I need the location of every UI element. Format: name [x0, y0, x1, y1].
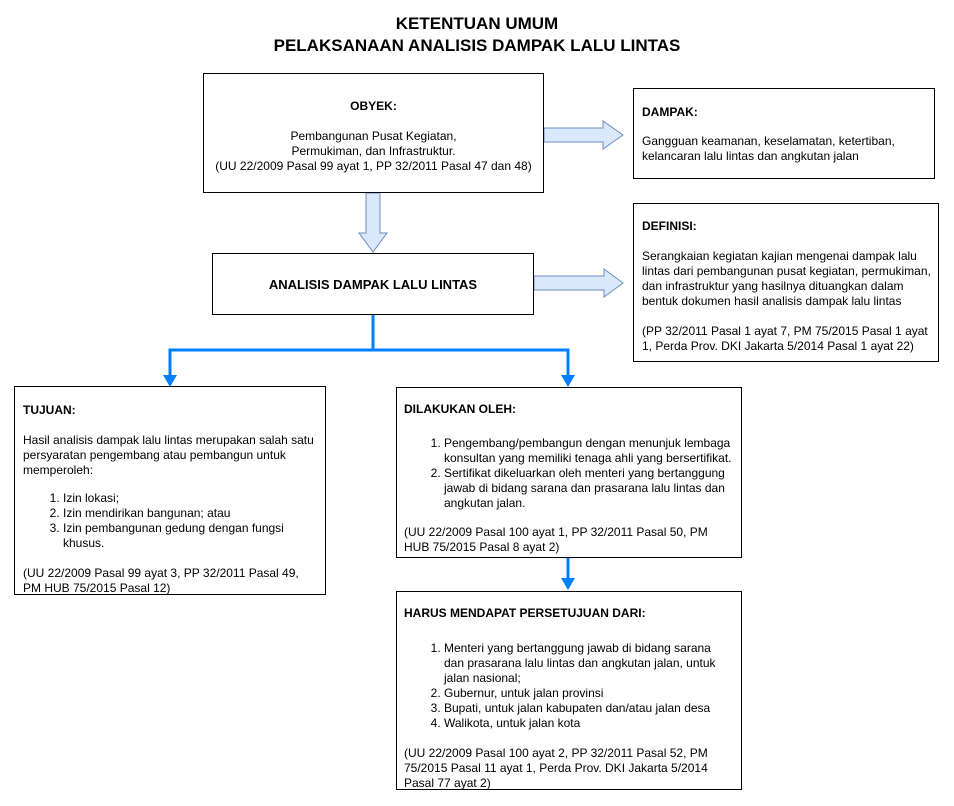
title-line-1: KETENTUAN UMUM	[395, 14, 559, 33]
dilakukan-oleh-heading: DILAKUKAN OLEH:	[404, 402, 516, 416]
definisi-line-1: Serangkaian kegiatan kajian mengenai dam…	[642, 249, 917, 263]
analisis-dampak-label: ANALISIS DAMPAK LALU LINTAS	[268, 276, 478, 292]
tujuan-list: Izin lokasi; Izin mendirikan bangunan; a…	[23, 491, 291, 551]
list-item: Izin mendirikan bangunan; atau	[63, 506, 291, 521]
analisis-dampak-box: ANALISIS DAMPAK LALU LINTAS	[212, 253, 534, 315]
dilakukan-oleh-reference-2: HUB 75/2015 Pasal 8 ayat 2)	[404, 540, 560, 554]
list-item: Sertifikat dikeluarkan oleh menteri yang…	[444, 466, 734, 511]
obyek-line-1: Pembangunan Pusat Kegiatan,	[290, 129, 457, 143]
tujuan-reference-1: (UU 22/2009 Pasal 99 ayat 3, PP 32/2011 …	[23, 566, 299, 580]
persetujuan-reference-3: Pasal 77 ayat 2)	[404, 776, 491, 790]
definisi-line-3: dan infrastruktur yang hasilnya dituangk…	[642, 279, 904, 293]
persetujuan-reference-1: (UU 22/2009 Pasal 100 ayat 2, PP 32/2011…	[404, 746, 708, 760]
dilakukan-oleh-list: Pengembang/pembangun dengan menunjuk lem…	[404, 436, 734, 511]
definisi-box: DEFINISI: Serangkaian kegiatan kajian me…	[633, 203, 939, 362]
definisi-heading: DEFINISI:	[642, 219, 697, 233]
dilakukan-oleh-reference-1: (UU 22/2009 Pasal 100 ayat 1, PP 32/2011…	[404, 525, 708, 539]
persetujuan-reference-2: 75/2015 Pasal 11 ayat 1, Perda Prov. DKI…	[404, 761, 708, 775]
dampak-box: DAMPAK: Gangguan keamanan, keselamatan, …	[633, 88, 935, 179]
diagram-title: KETENTUAN UMUM PELAKSANAAN ANALISIS DAMP…	[0, 13, 954, 57]
connector-analisis-branches	[168, 315, 570, 580]
tujuan-line-3: memperoleh:	[23, 463, 94, 477]
tujuan-heading: TUJUAN:	[23, 403, 76, 417]
hollow-arrow-obyek-dampak	[543, 120, 624, 150]
obyek-box: OBYEK: Pembangunan Pusat Kegiatan, Permu…	[203, 73, 544, 193]
tujuan-box: TUJUAN: Hasil analisis dampak lalu linta…	[14, 386, 326, 595]
title-line-2: PELAKSANAAN ANALISIS DAMPAK LALU LINTAS	[273, 36, 681, 55]
hollow-arrow-analisis-definisi	[533, 268, 624, 298]
definisi-line-2: lintas dari pembangunan pusat kegiatan, …	[642, 264, 931, 278]
persetujuan-list: Menteri yang bertanggung jawab di bidang…	[404, 641, 734, 731]
obyek-heading: OBYEK:	[350, 99, 397, 113]
dampak-heading: DAMPAK:	[642, 105, 698, 119]
list-item: Gubernur, untuk jalan provinsi	[444, 686, 734, 701]
definisi-reference-2: 1, Perda Prov. DKI Jakarta 5/2014 Pasal …	[642, 339, 914, 353]
dampak-line-1: Gangguan keamanan, keselamatan, ketertib…	[642, 134, 895, 148]
dilakukan-oleh-box: DILAKUKAN OLEH: Pengembang/pembangun den…	[396, 387, 742, 558]
list-item: Walikota, untuk jalan kota	[444, 716, 734, 731]
list-item: Pengembang/pembangun dengan menunjuk lem…	[444, 436, 734, 466]
list-item: Bupati, untuk jalan kabupaten dan/atau j…	[444, 701, 734, 716]
connector-arrowheads	[163, 375, 575, 590]
tujuan-reference-2: PM HUB 75/2015 Pasal 12)	[23, 581, 171, 595]
definisi-reference-1: (PP 32/2011 Pasal 1 ayat 7, PM 75/2015 P…	[642, 324, 928, 338]
dampak-line-2: kelancaran lalu lintas dan angkutan jala…	[642, 149, 859, 163]
persetujuan-heading: HARUS MENDAPAT PERSETUJUAN DARI:	[404, 606, 646, 620]
persetujuan-box: HARUS MENDAPAT PERSETUJUAN DARI: Menteri…	[396, 591, 742, 790]
list-item: Menteri yang bertanggung jawab di bidang…	[444, 641, 734, 686]
list-item: Izin lokasi;	[63, 491, 291, 506]
list-item: Izin pembangunan gedung dengan fungsi kh…	[63, 521, 291, 551]
tujuan-line-1: Hasil analisis dampak lalu lintas merupa…	[23, 433, 314, 447]
hollow-arrow-obyek-analisis	[358, 192, 388, 253]
definisi-line-4: bentuk dokumen hasil analisis dampak lal…	[642, 294, 902, 308]
tujuan-line-2: persyaratan pengembang atau pembangun un…	[23, 448, 286, 462]
obyek-line-2: Permukiman, dan Infrastruktur.	[291, 144, 456, 158]
obyek-reference: (UU 22/2009 Pasal 99 ayat 1, PP 32/2011 …	[215, 159, 532, 173]
